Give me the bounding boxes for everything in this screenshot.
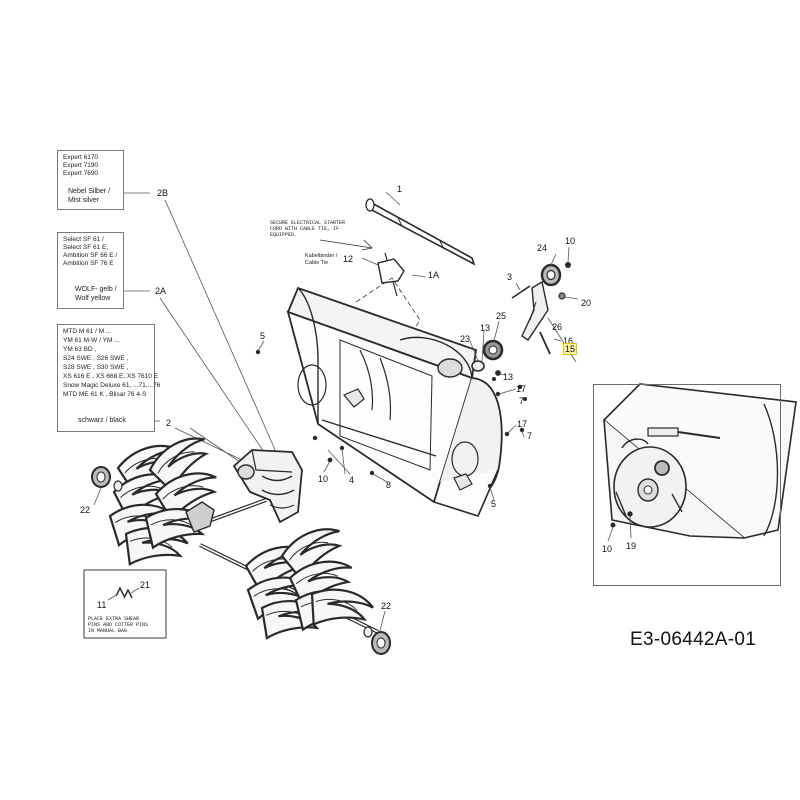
callout-20: 20 xyxy=(581,298,592,308)
callout-11: 11 xyxy=(97,600,107,610)
callout-16: 16 xyxy=(563,336,574,346)
variant-model: Select SF 61 / xyxy=(63,236,104,243)
variant-model: Select SF 61 E, xyxy=(63,244,109,251)
callout-17-upper: 17 xyxy=(516,384,527,394)
callout-22-upper: 22 xyxy=(80,505,91,515)
variant-color: schwarz / black xyxy=(78,417,126,424)
auger-assembly-lower xyxy=(199,523,391,655)
gear-housing-part xyxy=(189,427,303,524)
callout-1a: 1A xyxy=(428,270,440,280)
auger-shaft-part xyxy=(361,191,476,297)
note-line: PLACE EXTRA SHEAR xyxy=(88,616,140,622)
callout-2a: 2A xyxy=(155,286,167,296)
callout-10-inset: 10 xyxy=(602,544,613,554)
variant-model: Expert 7690 xyxy=(63,170,99,177)
callout-1: 1 xyxy=(397,184,403,194)
callout-7-lower: 7 xyxy=(527,431,533,441)
variant-model: MTD M 61 / M ... xyxy=(63,328,112,335)
inset-frame xyxy=(593,384,781,586)
variant-model: Expert 7190 xyxy=(63,162,99,169)
callout-25: 25 xyxy=(496,311,507,321)
callout-26: 26 xyxy=(552,322,563,332)
note-line: IN MANUAL BAG xyxy=(88,628,128,634)
variant-box-2: MTD M 61 / M ... YM 61 M-W / YM ... YM 6… xyxy=(57,324,160,432)
callout-13-lower: 13 xyxy=(503,372,514,382)
inset-detail-view xyxy=(602,383,797,542)
variant-model: S28 SWE , S30 SWE , xyxy=(63,364,129,371)
variant-model: Ambition SF 66 E / xyxy=(63,252,118,259)
callout-23: 23 xyxy=(460,334,471,344)
variant-model: Snow Magic Deluxe 61, ...71,...76 xyxy=(63,382,161,389)
variant-model: XS 616 E , XS 668 E, XS 7610 E xyxy=(63,373,159,380)
variant-color: Mist silver xyxy=(68,197,100,204)
callout-3: 3 xyxy=(507,272,513,282)
callout-10-top: 10 xyxy=(565,236,576,246)
hardware-leader-lines xyxy=(257,340,525,501)
callout-12: 12 xyxy=(343,254,354,264)
callout-5-right: 5 xyxy=(491,499,497,509)
auger-assembly-upper xyxy=(91,431,267,580)
callout-8: 8 xyxy=(386,480,392,490)
callout-19: 19 xyxy=(626,541,637,551)
pulley-tensioner-group xyxy=(469,246,579,376)
variant-model: Ambition SF 76 E xyxy=(63,260,114,267)
note-line: Kabelbinder / xyxy=(305,253,338,259)
variant-model: YM 63 BD , xyxy=(63,346,97,353)
note-line: EQUIPPED. xyxy=(270,232,298,238)
variant-model: YM 61 M-W / YM ... xyxy=(63,337,120,344)
callout-7-upper: 7 xyxy=(519,396,525,406)
variant-box-2a: Select SF 61 / Select SF 61 E, Ambition … xyxy=(57,232,124,309)
callout-2: 2 xyxy=(166,418,172,428)
variant-model: Expert 6170 xyxy=(63,154,99,161)
variant-model: S24 SWE , S26 SWE , xyxy=(63,355,129,362)
callout-2b: 2B xyxy=(157,188,169,198)
callout-13-upper: 13 xyxy=(480,323,491,333)
note-line: PINS AND COTTER PINS xyxy=(88,622,149,628)
variant-color: Nebel Silber / xyxy=(68,188,111,195)
callout-4: 4 xyxy=(349,475,355,485)
callout-24: 24 xyxy=(537,243,548,253)
callout-21: 21 xyxy=(140,580,151,590)
variant-color: Wolf yellow xyxy=(75,295,111,302)
variant-model: MTD ME 61 K , Blisar 76 4-S xyxy=(63,391,147,398)
document-number: E3-06442A-01 xyxy=(630,629,757,650)
callout-22-lower: 22 xyxy=(381,601,392,611)
callout-5-left: 5 xyxy=(260,331,266,341)
callout-15: 15 xyxy=(563,343,578,355)
note-line: CORD WITH CABLE TIE, IF xyxy=(270,226,340,232)
note-line: Cable Tie xyxy=(305,260,329,266)
auger-housing-part xyxy=(286,286,503,517)
shear-pin-kit xyxy=(83,569,167,639)
callout-17-lower: 17 xyxy=(517,419,528,429)
variant-box-2b: Expert 6170 Expert 7190 Expert 7690 Nebe… xyxy=(57,150,124,210)
note-line: SECURE ELECTRICAL STARTER xyxy=(270,220,346,226)
variant-color: WOLF- gelb / xyxy=(75,286,117,293)
callout-10-left: 10 xyxy=(318,474,329,484)
